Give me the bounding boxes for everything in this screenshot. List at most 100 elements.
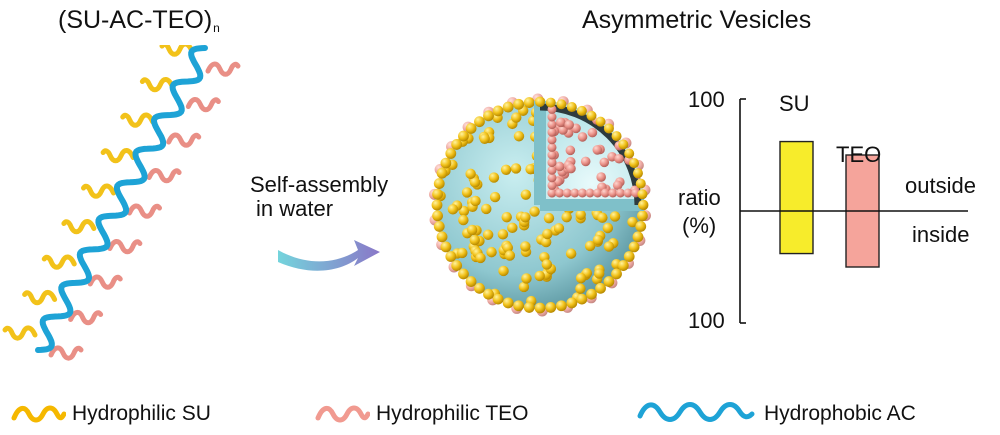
su-surface-bead bbox=[501, 211, 512, 223]
su-surface-bead bbox=[486, 246, 497, 258]
su-side-chain bbox=[100, 148, 136, 164]
su-rim-bead bbox=[635, 221, 647, 232]
su-rim-bead bbox=[474, 282, 485, 294]
teo-inner-bead bbox=[614, 153, 624, 164]
su-rim-bead bbox=[492, 293, 504, 305]
teo-inner-bead bbox=[565, 145, 576, 156]
su-surface-bead bbox=[575, 283, 586, 294]
teo-edge-bead bbox=[555, 188, 565, 198]
y-axis-label-line2: (%) bbox=[682, 213, 717, 238]
su-surface-bead bbox=[520, 241, 531, 252]
teo-edge-bead bbox=[593, 188, 603, 198]
teo-edge-bead bbox=[577, 188, 587, 198]
su-rim-bead bbox=[502, 297, 514, 309]
su-rim-bead bbox=[632, 231, 644, 243]
su-surface-bead bbox=[553, 223, 565, 234]
polymer-chain-illustration bbox=[2, 45, 241, 361]
su-cut-rim-bead bbox=[576, 105, 587, 116]
vesicle-illustration bbox=[429, 93, 651, 317]
su-cut-rim-bead bbox=[635, 178, 646, 189]
su-rim-bead bbox=[451, 260, 463, 271]
y-tick-bottom: 100 bbox=[688, 308, 725, 333]
bar-label-su: SU bbox=[779, 91, 810, 116]
teo-edge-bead bbox=[547, 127, 557, 137]
su-surface-bead bbox=[461, 187, 473, 198]
su-rim-bead bbox=[445, 251, 457, 262]
su-surface-bead bbox=[469, 234, 480, 246]
su-surface-bead bbox=[597, 212, 608, 223]
teo-side-chain bbox=[166, 132, 202, 148]
su-surface-bead bbox=[466, 224, 478, 236]
su-surface-bead bbox=[497, 229, 509, 240]
su-surface-bead bbox=[520, 189, 532, 200]
arrow-label-line1: Self-assembly bbox=[250, 172, 389, 197]
ac-backbone bbox=[35, 45, 208, 353]
su-surface-bead bbox=[500, 164, 512, 176]
teo-edge-bead bbox=[547, 150, 557, 160]
su-rim-bead bbox=[436, 231, 448, 243]
teo-edge-bead bbox=[623, 188, 633, 198]
teo-inner-bead bbox=[612, 180, 623, 191]
su-surface-bead bbox=[520, 212, 531, 223]
teo-inner-bead bbox=[556, 117, 566, 128]
su-cut-rim-bead bbox=[611, 131, 622, 142]
su-rim-bead bbox=[474, 116, 485, 128]
su-rim-bead bbox=[623, 251, 635, 262]
su-rim-bead bbox=[534, 302, 546, 314]
su-surface-bead bbox=[469, 177, 481, 188]
su-surface-bead bbox=[584, 240, 596, 252]
su-surface-bead bbox=[470, 195, 481, 207]
teo-edge-bead bbox=[562, 188, 572, 198]
su-rim-bead bbox=[513, 300, 524, 312]
su-rim-bead bbox=[445, 148, 457, 159]
su-surface-bead bbox=[542, 228, 553, 240]
legend-label-teo: Hydrophilic TEO bbox=[376, 402, 529, 425]
teo-inner-bead bbox=[596, 172, 606, 182]
su-cut-rim-bead bbox=[535, 97, 545, 107]
su-surface-bead bbox=[529, 206, 540, 217]
su-cut-rim-bead bbox=[632, 168, 643, 179]
teo-side-chain bbox=[107, 239, 143, 255]
teo-inner-bead bbox=[577, 132, 588, 142]
su-cut-rim-bead bbox=[603, 123, 614, 134]
teo-edge-bead bbox=[547, 112, 557, 122]
su-rim-bead bbox=[617, 260, 629, 271]
teo-inner-bead bbox=[566, 163, 576, 174]
su-cut-rim-bead bbox=[566, 102, 577, 113]
self-assembly-arrow bbox=[278, 240, 380, 271]
su-rim-bead bbox=[595, 282, 606, 294]
su-surface-bead bbox=[511, 112, 522, 123]
su-rim-bead bbox=[628, 241, 640, 253]
legend-ac-swatch bbox=[637, 402, 755, 422]
su-rim-bead bbox=[502, 101, 514, 113]
su-surface-bead bbox=[525, 164, 536, 175]
teo-side-chain bbox=[205, 61, 241, 77]
su-surface-bead bbox=[498, 265, 509, 277]
teo-edge-bead bbox=[547, 120, 557, 130]
y-axis-label-line1: ratio bbox=[678, 185, 721, 210]
su-cut-rim-bead bbox=[624, 148, 635, 159]
su-surface-bead bbox=[534, 270, 545, 282]
su-surface-bead bbox=[475, 252, 486, 264]
su-surface-bead bbox=[504, 250, 516, 261]
su-surface-bead bbox=[488, 172, 500, 183]
legend-teo-swatch bbox=[315, 405, 370, 423]
su-surface-bead bbox=[482, 229, 494, 240]
legend-label-ac: Hydrophobic AC bbox=[764, 402, 916, 425]
polymer-title: (SU-AC-TEO)n bbox=[58, 6, 220, 35]
su-surface-bead bbox=[565, 248, 577, 259]
su-cut-rim-bead bbox=[637, 189, 648, 200]
teo-edge-bead bbox=[600, 188, 610, 198]
su-rim-bead bbox=[483, 288, 494, 300]
su-rim-bead bbox=[611, 268, 622, 280]
membrane-cut-dark bbox=[539, 103, 642, 206]
legend-su-swatch bbox=[11, 405, 66, 423]
su-rim-bead bbox=[440, 157, 452, 169]
teo-edge-bead bbox=[547, 158, 557, 168]
su-rim-bead bbox=[576, 293, 588, 305]
su-surface-bead bbox=[507, 222, 518, 234]
su-surface-bead bbox=[540, 236, 552, 248]
su-surface-bead bbox=[510, 163, 522, 174]
su-side-chain bbox=[22, 289, 58, 306]
teo-side-chain bbox=[127, 203, 162, 219]
